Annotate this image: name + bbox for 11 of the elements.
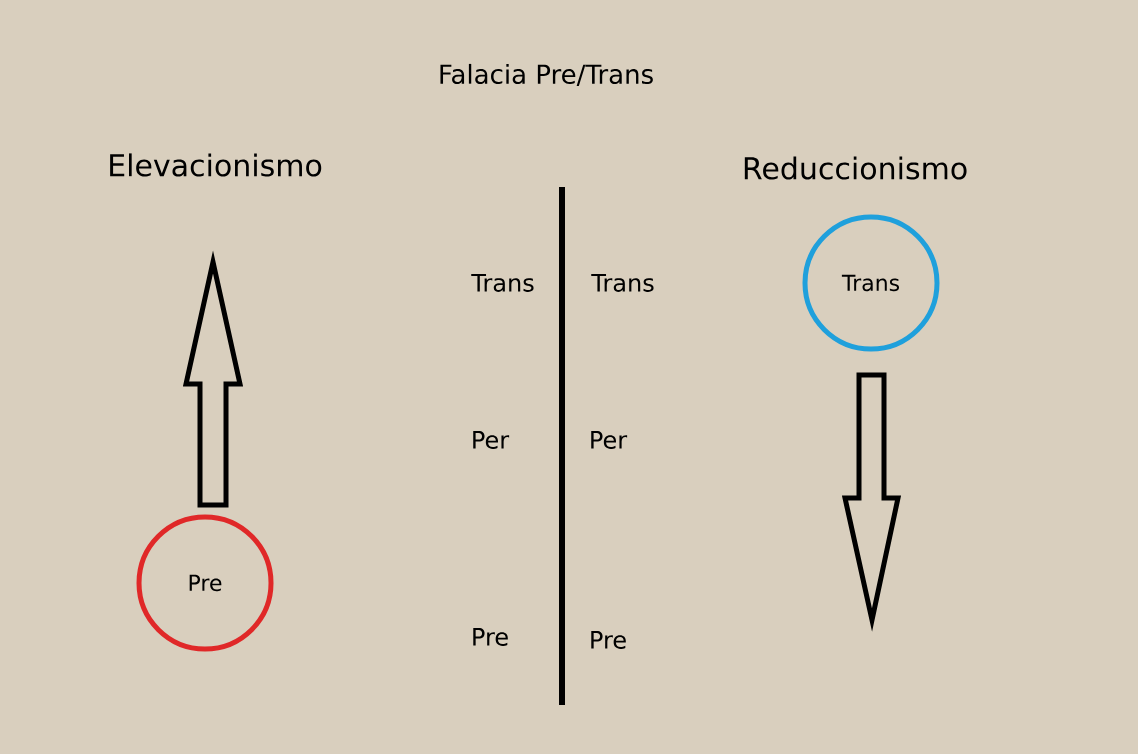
heading: Reduccionismo [744, 156, 967, 180]
block-arrow [841, 372, 902, 632]
level-label: Per [473, 431, 510, 449]
level-label: Pre [591, 631, 626, 649]
level-label: Trans [471, 274, 534, 292]
level-label: Pre [473, 628, 508, 646]
title: Falacia Pre/Trans [440, 63, 653, 87]
block-arrow [182, 250, 244, 508]
level-label: Per [591, 431, 628, 449]
level-label: Trans [591, 274, 654, 292]
heading: Elevacionismo [110, 153, 322, 177]
